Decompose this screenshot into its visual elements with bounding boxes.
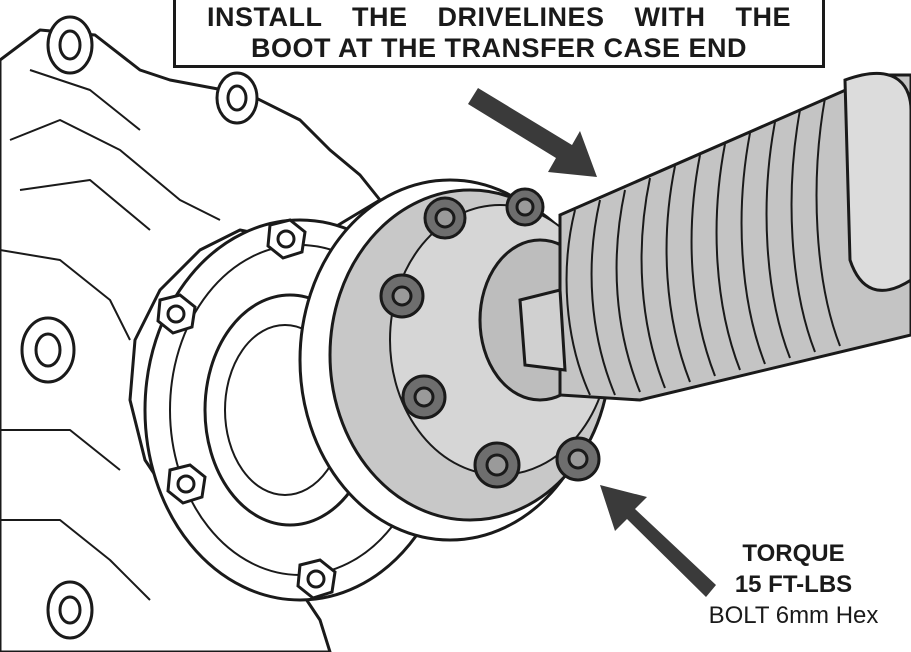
torque-value: 15 FT-LBS: [734, 571, 853, 598]
cv-socket-bolts: [379, 187, 601, 489]
housing-hex-bolts: [156, 218, 337, 600]
instruction-callout: INSTALL THE DRIVELINES WITH THE BOOT AT …: [173, 0, 825, 68]
callout-line-1: INSTALL THE DRIVELINES WITH THE: [206, 2, 791, 32]
torque-note: TORQUE 15 FT-LBS BOLT 6mm Hex: [676, 538, 911, 632]
callout-line-2: BOOT AT THE TRANSFER CASE END: [250, 33, 747, 63]
cv-joint-flange: [298, 178, 612, 542]
bolt-spec: BOLT 6mm Hex: [708, 602, 879, 629]
torque-title: TORQUE: [742, 540, 845, 567]
driveline-boot: [518, 72, 911, 402]
callout-arrows: [468, 88, 716, 597]
housing-mounting-ears: [20, 15, 259, 640]
